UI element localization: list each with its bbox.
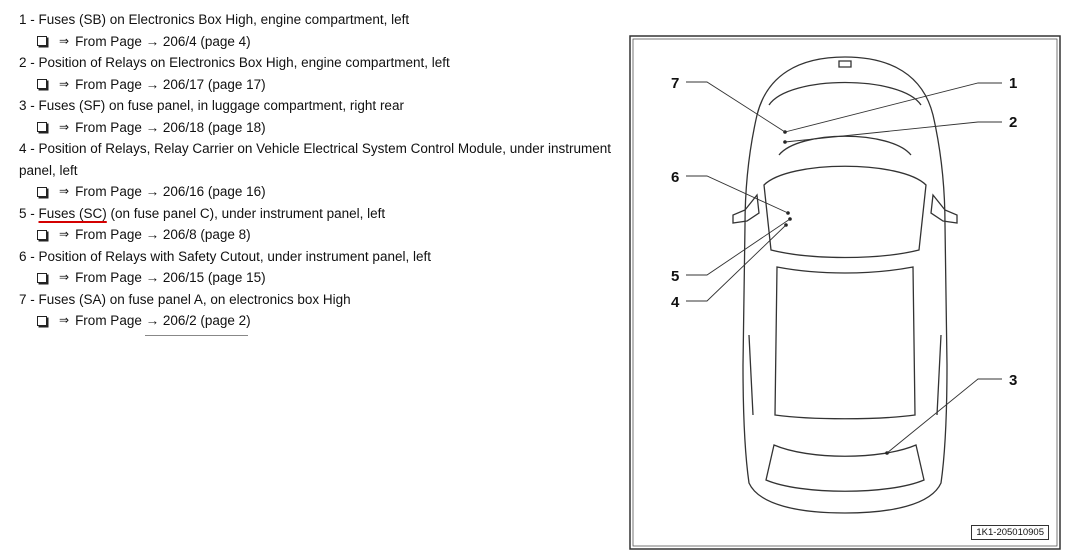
callout-6: 6 [671, 169, 679, 186]
callout-5: 5 [671, 268, 679, 285]
arrow-icon: ⇒ [59, 227, 70, 241]
callout-2: 2 [1009, 114, 1017, 131]
car-outline [732, 56, 958, 514]
arrow-icon: ⇒ [59, 119, 70, 134]
page-reference-link[interactable]: From Page → 206/18 (page 18) [75, 119, 266, 135]
list-item: 7 - Fuses (SA) on fuse panel A, on elect… [19, 289, 629, 332]
arrow-icon: ⇒ [59, 313, 70, 327]
item-title: Fuses (SA) on fuse panel A, on electroni… [38, 291, 351, 307]
item-number: 1 [19, 12, 27, 27]
car-topview-diagram: 1 2 3 4 5 6 7 [629, 35, 1061, 550]
page-reference-link[interactable]: From Page → 206/2 (page 2) [75, 313, 251, 328]
item-title: (on fuse panel C), under instrument pane… [106, 205, 386, 221]
arrow-icon: ⇒ [59, 270, 70, 284]
callout-7: 7 [671, 75, 679, 92]
page-reference-link[interactable]: From Page → 206/4 (page 4) [75, 33, 251, 49]
item-number: 5 [19, 205, 27, 221]
arrow-icon: ⇒ [59, 33, 70, 48]
item-number: 2 [19, 55, 27, 70]
vehicle-location-figure: 1 2 3 4 5 6 7 1K1-205010905 [629, 35, 1061, 550]
divider [145, 335, 248, 336]
checkbox-icon [37, 315, 47, 326]
callout-4: 4 [671, 294, 680, 311]
checkbox-icon [37, 36, 47, 47]
item-title: Fuses (SF) on fuse panel, in luggage com… [38, 98, 404, 113]
figure-id-label: 1K1-205010905 [971, 525, 1049, 540]
list-item: 5 - Fuses (SC) (on fuse panel C), under … [19, 203, 629, 246]
item-number: 4 [19, 141, 27, 156]
page-reference-link[interactable]: From Page → 206/8 (page 8) [75, 227, 251, 242]
component-location-list: 1 - Fuses (SB) on Electronics Box High, … [19, 9, 629, 332]
page-reference-link[interactable]: From Page → 206/17 (page 17) [75, 76, 266, 92]
page-reference-link[interactable]: From Page → 206/16 (page 16) [75, 184, 266, 199]
callout-labels: 1 2 3 4 5 6 7 [671, 75, 1017, 389]
item-number: 7 [19, 291, 27, 307]
page-reference-link[interactable]: From Page → 206/15 (page 15) [75, 270, 266, 285]
list-item: 2 - Position of Relays on Electronics Bo… [19, 52, 629, 95]
checkbox-icon [37, 186, 47, 197]
callout-1: 1 [1009, 75, 1017, 92]
item-title: Position of Relays on Electronics Box Hi… [38, 55, 450, 70]
list-item: 4 - Position of Relays, Relay Carrier on… [19, 138, 629, 203]
arrow-icon: ⇒ [59, 184, 70, 198]
arrow-icon: ⇒ [59, 76, 70, 91]
list-item: 1 - Fuses (SB) on Electronics Box High, … [19, 9, 629, 52]
checkbox-icon [37, 272, 47, 283]
item-number: 3 [19, 98, 27, 113]
list-item: 6 - Position of Relays with Safety Cutou… [19, 246, 629, 289]
checkbox-icon [37, 122, 47, 133]
list-item: 3 - Fuses (SF) on fuse panel, in luggage… [19, 95, 629, 138]
item-number: 6 [19, 248, 27, 264]
leader-lines [686, 81, 1002, 454]
checkbox-icon [37, 79, 47, 90]
callout-3: 3 [1009, 372, 1017, 389]
highlighted-title: Fuses (SC) [38, 205, 107, 221]
item-title: Position of Relays, Relay Carrier on Veh… [19, 141, 612, 178]
checkbox-icon [37, 229, 47, 240]
item-title: Position of Relays with Safety Cutout, u… [38, 248, 431, 264]
item-title: Fuses (SB) on Electronics Box High, engi… [38, 12, 410, 27]
